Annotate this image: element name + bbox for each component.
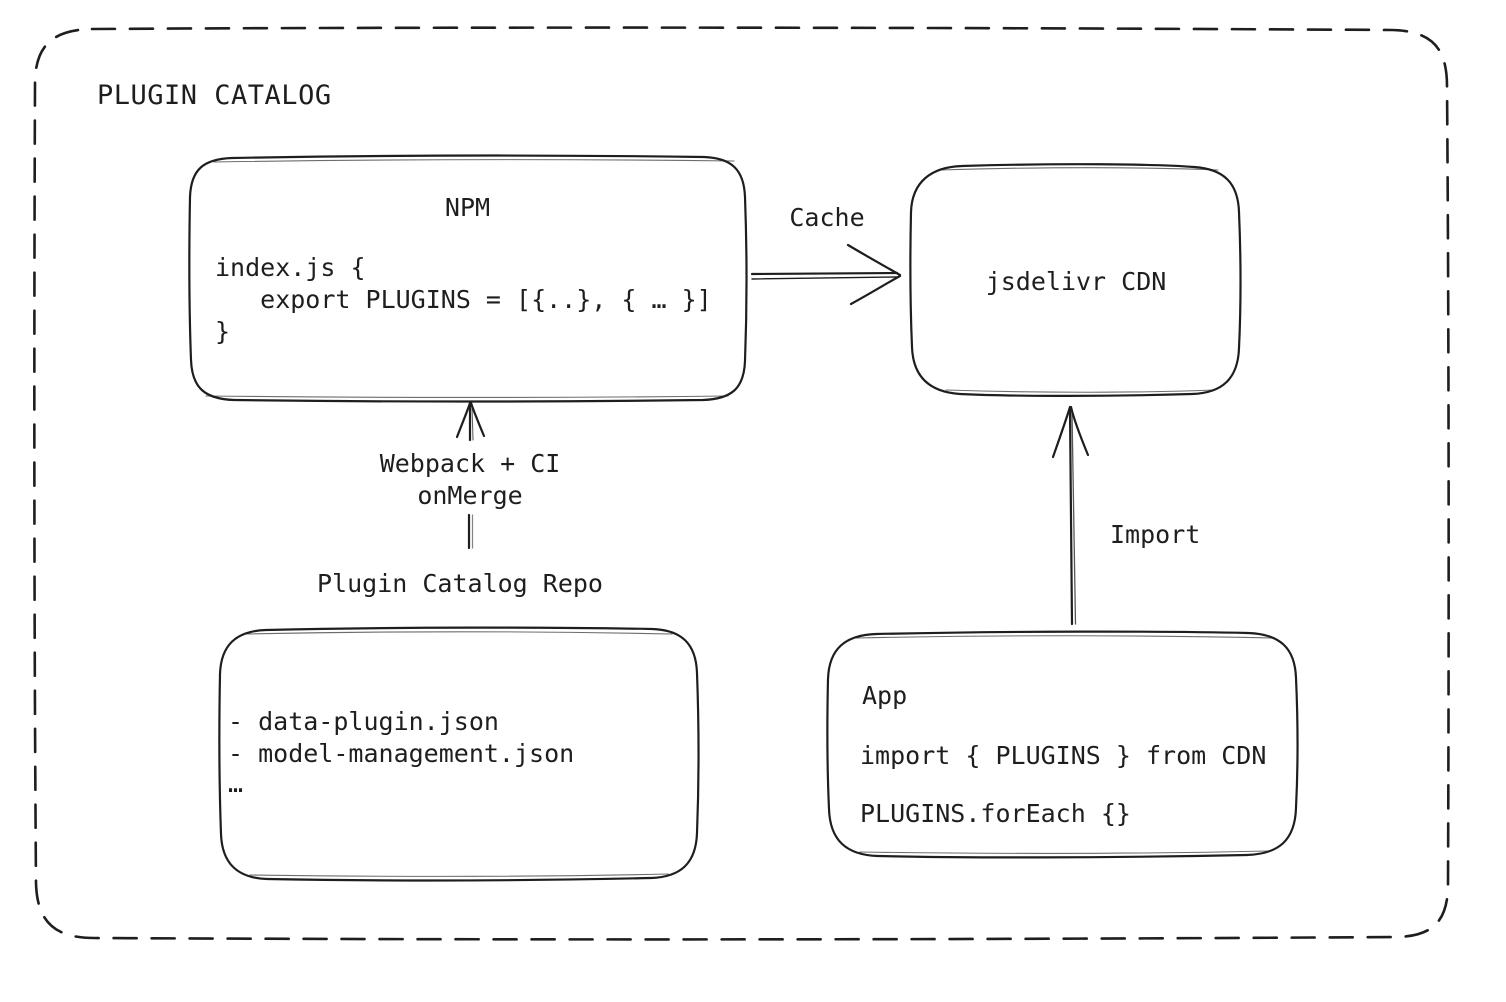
npm-node-title: NPM: [444, 193, 491, 222]
repo-node-box: [218, 626, 700, 882]
app-node-title: App: [862, 681, 908, 710]
app-node-box: [826, 630, 1299, 859]
build-edge-label: Webpack + CI: [379, 449, 561, 478]
cache-edge-label: Cache: [789, 203, 865, 232]
cdn-node-title: jsdelivr CDN: [985, 267, 1167, 296]
repo-file-item: - model-management.json: [228, 739, 575, 768]
app-code-line: PLUGINS.forEach {}: [860, 799, 1131, 828]
repo-file-item: - data-plugin.json: [228, 707, 499, 736]
npm-code-line: }: [215, 317, 231, 346]
npm-code-line: export PLUGINS = [{..}, { … }]: [215, 285, 712, 314]
app-code-line: import { PLUGINS } from CDN: [860, 741, 1267, 770]
npm-node-box: [188, 154, 748, 403]
repo-file-item: …: [228, 769, 244, 798]
repo-node-title: Plugin Catalog Repo: [317, 569, 603, 598]
import-edge-label: Import: [1110, 520, 1201, 549]
cache-arrow: [750, 243, 902, 306]
diagram-title: PLUGIN CATALOG: [97, 80, 332, 111]
import-arrow: [1051, 405, 1090, 626]
catalog-boundary-frame: [33, 26, 1450, 941]
cdn-node-box: [909, 163, 1242, 397]
npm-code-line: index.js {: [215, 253, 366, 282]
build-edge-label: onMerge: [417, 481, 523, 510]
build-arrow: [455, 401, 486, 550]
